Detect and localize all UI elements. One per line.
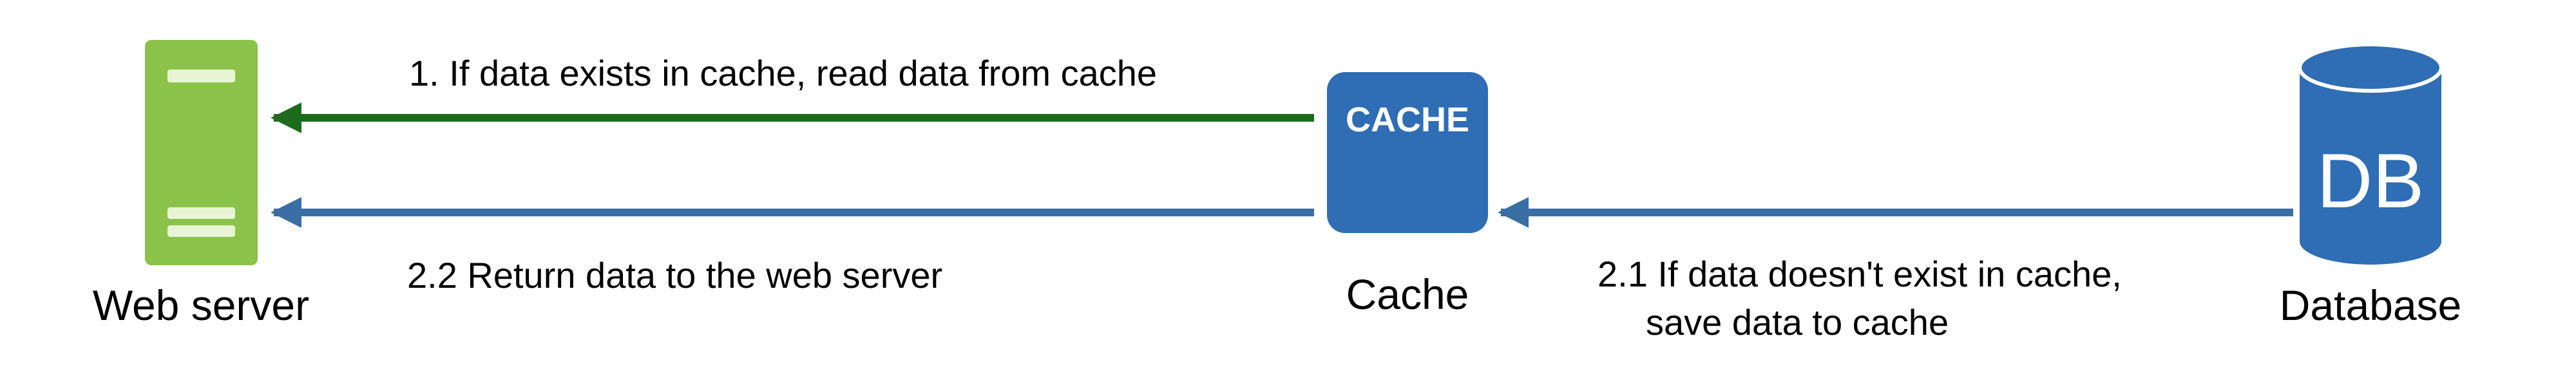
cache-icon: CACHE bbox=[1327, 72, 1488, 233]
database-node: DB Database bbox=[2280, 42, 2462, 329]
database-icon: DB bbox=[2298, 42, 2443, 265]
edge-save-to-cache: 2.1 If data doesn't exist in cache, save… bbox=[1498, 197, 2293, 343]
server-icon bbox=[145, 40, 258, 265]
edge-label-save-to-cache-line1: 2.1 If data doesn't exist in cache, bbox=[1598, 254, 2122, 294]
edge-label-read-from-cache: 1. If data exists in cache, read data fr… bbox=[409, 53, 1157, 93]
cache-icon-text: CACHE bbox=[1346, 100, 1469, 139]
database-label: Database bbox=[2280, 281, 2462, 329]
web-server-label: Web server bbox=[93, 281, 309, 329]
edge-label-return-to-web-server: 2.2 Return data to the web server bbox=[407, 255, 942, 296]
edge-read-from-cache: 1. If data exists in cache, read data fr… bbox=[271, 53, 1314, 133]
database-icon-text: DB bbox=[2317, 138, 2425, 224]
cache-node: CACHE Cache bbox=[1327, 72, 1488, 318]
edge-return-to-web-server: 2.2 Return data to the web server bbox=[271, 197, 1314, 296]
web-server-node: Web server bbox=[93, 40, 309, 329]
edge-label-save-to-cache-line2: save data to cache bbox=[1646, 302, 1949, 343]
cache-label: Cache bbox=[1346, 270, 1469, 318]
